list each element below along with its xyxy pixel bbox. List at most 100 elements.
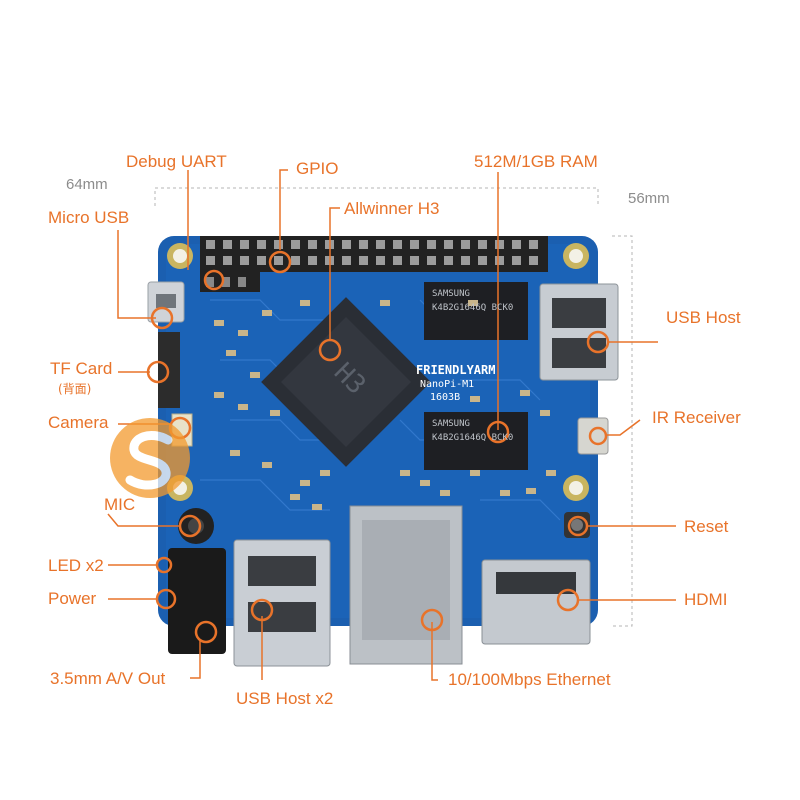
gpio-pin: [223, 256, 232, 265]
gpio-pin: [529, 256, 538, 265]
gpio-pin: [257, 240, 266, 249]
gpio-pin: [291, 240, 300, 249]
gpio-pin: [274, 240, 283, 249]
pcb-board: [147, 236, 619, 667]
smd-component: [400, 470, 410, 476]
brand-marking: FRIENDLYARM: [416, 363, 496, 377]
gpio-pin: [376, 240, 385, 249]
smd-component: [320, 470, 330, 476]
ring-marker-icon: [588, 426, 608, 446]
width-dimension-line: [154, 187, 599, 206]
av-jack-part: [168, 548, 226, 654]
leader-gpio: [279, 169, 288, 250]
ring-marker-icon: [250, 598, 274, 622]
gpio-pin: [427, 240, 436, 249]
gpio-pin: [206, 256, 215, 265]
smd-component: [440, 490, 450, 496]
smd-component: [238, 404, 248, 410]
ram-top-brand: SAMSUNG: [432, 289, 470, 299]
leader-lines: [107, 169, 676, 681]
label-debug-uart: Debug UART: [126, 152, 227, 171]
gpio-pin: [223, 240, 232, 249]
label-gpio: GPIO: [296, 159, 339, 178]
smd-component: [468, 300, 478, 306]
ring-marker-icon: [486, 420, 510, 444]
gpio-pin: [512, 256, 521, 265]
label-hdmi: HDMI: [684, 590, 728, 609]
gpio-header: [200, 236, 548, 272]
label-led: LED x2: [48, 556, 104, 575]
mounting-hole-center: [569, 481, 583, 495]
ring-marker-icon: [420, 608, 444, 632]
gpio-pin: [410, 256, 419, 265]
gpio-pin: [257, 256, 266, 265]
gpio-pin: [478, 256, 487, 265]
ethernet-port: [349, 505, 463, 665]
gpio-pin: [376, 256, 385, 265]
gpio-pin: [461, 256, 470, 265]
usb-host-port: [539, 283, 619, 381]
label-ram: 512M/1GB RAM: [474, 152, 598, 171]
leader-av-out: [190, 640, 201, 679]
gpio-pin: [240, 240, 249, 249]
smd-component: [526, 488, 536, 494]
leader-soc: [329, 207, 340, 340]
ring-marker-icon: [586, 330, 610, 354]
ring-marker-icon: [203, 269, 225, 291]
smd-component: [470, 396, 480, 402]
store-watermark-icon: [110, 418, 190, 498]
ring-marker-icon: [178, 514, 202, 538]
gpio-pin: [359, 256, 368, 265]
gpio-pin: [495, 240, 504, 249]
smd-component: [230, 450, 240, 456]
smd-component: [300, 300, 310, 306]
leader-mic: [107, 513, 180, 527]
smd-components: [214, 300, 556, 510]
leader-micro-usb: [117, 230, 156, 319]
smd-component: [420, 480, 430, 486]
label-tf-card: TF Card: [50, 359, 113, 378]
ram-bottom-brand: SAMSUNG: [432, 419, 470, 429]
ring-marker-icon: [268, 250, 292, 274]
smd-component: [520, 390, 530, 396]
label-power: Power: [48, 589, 97, 608]
ram-top-code: K4B2G1646Q BCK0: [432, 303, 514, 313]
gpio-pin: [274, 256, 283, 265]
label-reset: Reset: [684, 517, 729, 536]
gpio-pin: [240, 256, 249, 265]
ram-chip-top: [424, 282, 528, 340]
label-ethernet: 10/100Mbps Ethernet: [448, 670, 611, 689]
mounting-holes: [167, 243, 589, 501]
gpio-pin: [342, 256, 351, 265]
gpio-pin: [444, 256, 453, 265]
mounting-hole-center: [569, 249, 583, 263]
smd-component: [250, 372, 260, 378]
ring-marker-icon: [155, 556, 173, 574]
smd-component: [262, 462, 272, 468]
gpio-pin: [512, 240, 521, 249]
gpio-pin: [291, 256, 300, 265]
ram-chip-bottom: [424, 412, 528, 470]
smd-component: [470, 470, 480, 476]
hdmi-port: [481, 559, 591, 645]
label-ir-receiver: IR Receiver: [652, 408, 741, 427]
smd-component: [214, 320, 224, 326]
ring-marker-icon: [155, 588, 177, 610]
label-tf-card-note: (背面): [58, 382, 92, 396]
gpio-pin: [529, 240, 538, 249]
smd-component: [270, 410, 280, 416]
ir-receiver-part: [577, 417, 609, 455]
gpio-pin: [308, 240, 317, 249]
smd-component: [290, 494, 300, 500]
ring-markers: [146, 250, 610, 644]
leader-ethernet: [431, 622, 438, 681]
height-dimension-line: [612, 235, 633, 627]
gpio-pin: [427, 256, 436, 265]
dual-usb-host-port: [233, 539, 331, 667]
smd-component: [312, 504, 322, 510]
ram-bottom-code: K4B2G1646Q BCK0: [432, 433, 514, 443]
smd-component: [238, 330, 248, 336]
ring-marker-icon: [194, 620, 218, 644]
